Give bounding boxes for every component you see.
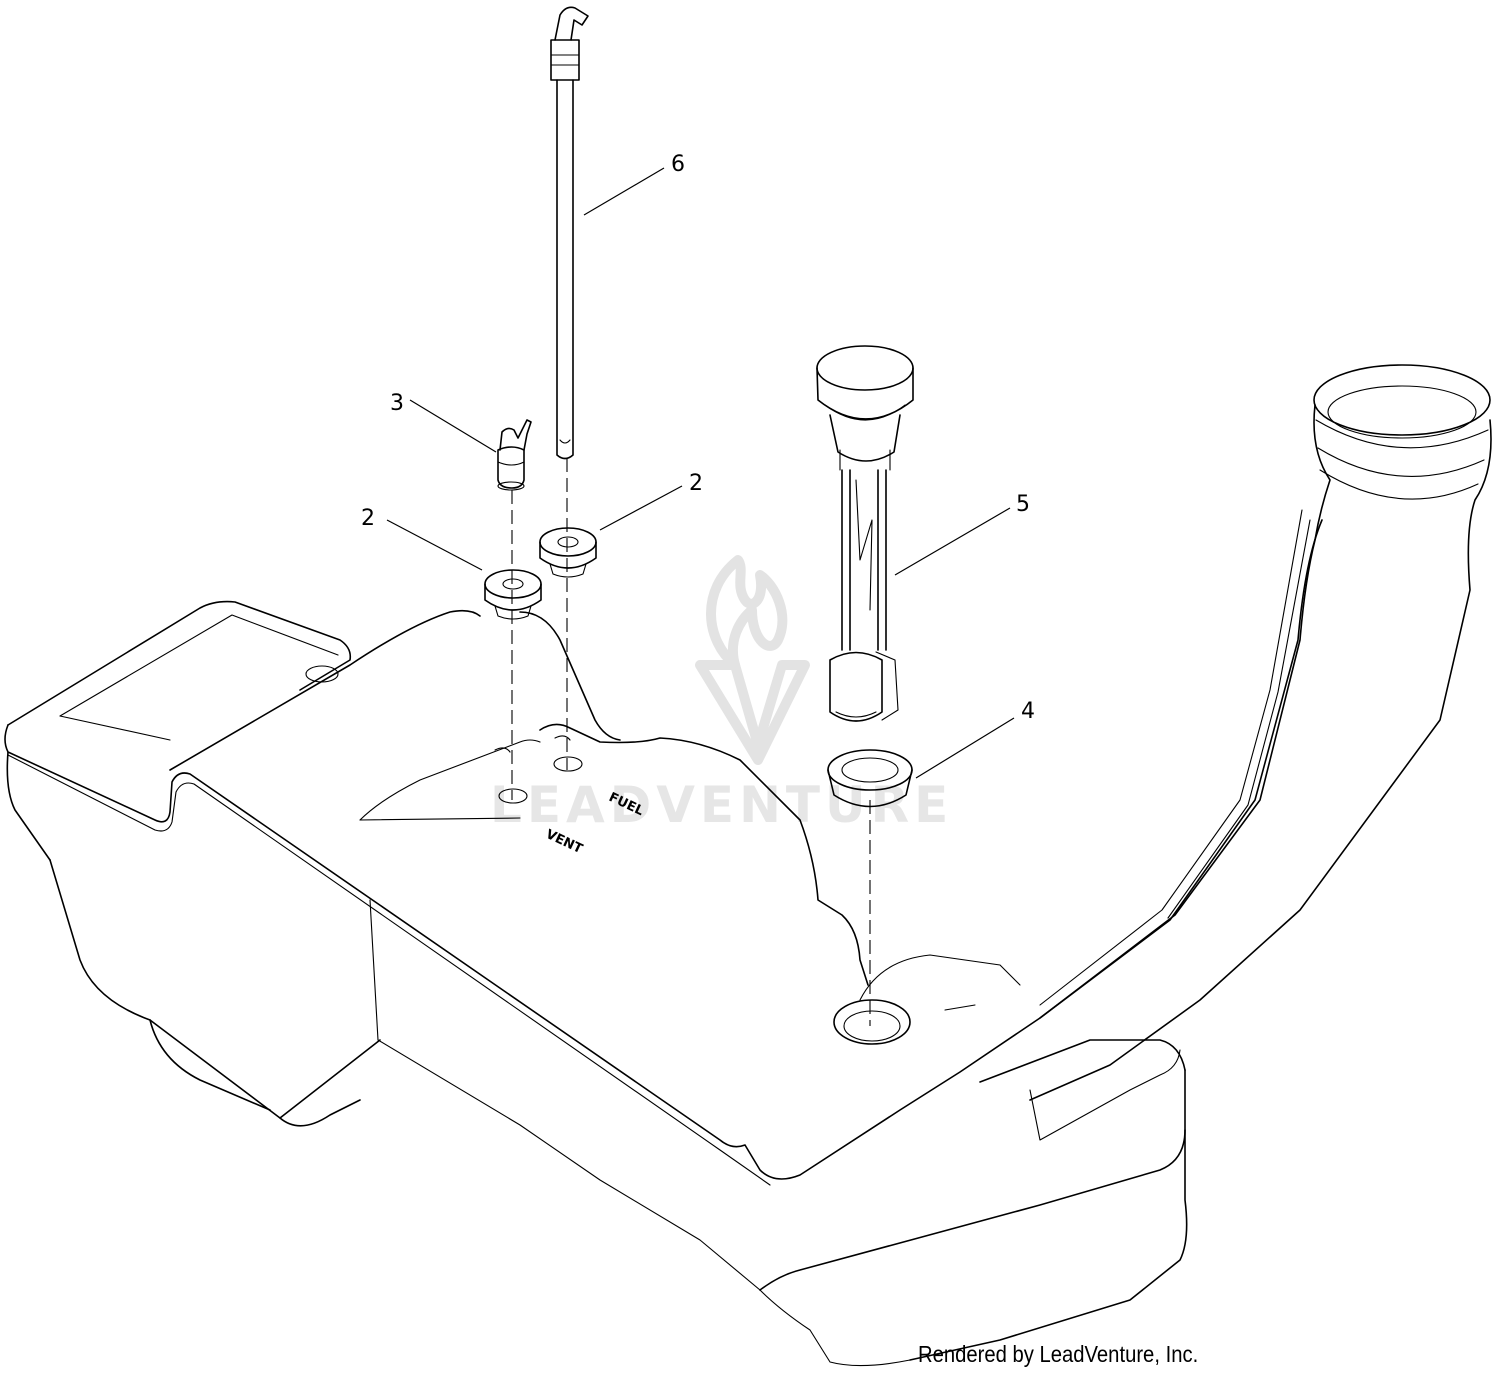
grommet-part-2-right bbox=[539, 527, 597, 578]
render-credit: Rendered by LeadVenture, Inc. bbox=[918, 1341, 1199, 1367]
watermark: LEADVENTURE bbox=[490, 555, 953, 834]
watermark-text: LEADVENTURE bbox=[490, 776, 953, 834]
callout-3: 3 bbox=[390, 391, 404, 416]
callouts: 6 3 2 2 5 4 bbox=[361, 152, 1035, 779]
elbow-fitting-part-3 bbox=[497, 419, 532, 491]
callout-5: 5 bbox=[1016, 492, 1030, 517]
grommet-part-2-left bbox=[484, 569, 542, 620]
tube-part-6 bbox=[550, 6, 589, 460]
callout-2-left: 2 bbox=[361, 506, 375, 531]
leader-4 bbox=[915, 717, 1015, 779]
assembly-centerlines bbox=[511, 458, 871, 1026]
fuel-port bbox=[553, 756, 583, 772]
callout-2-right: 2 bbox=[689, 471, 703, 496]
vent-port bbox=[498, 788, 528, 804]
fuel-tank: FUEL VENT bbox=[4, 519, 1323, 1367]
leader-3 bbox=[409, 399, 497, 453]
leader-2-left bbox=[386, 519, 483, 571]
leader-2-right bbox=[599, 485, 683, 531]
flame-logo-icon bbox=[695, 555, 810, 765]
callout-6: 6 bbox=[671, 152, 685, 177]
neck-rim bbox=[1313, 364, 1491, 436]
callout-4: 4 bbox=[1021, 699, 1035, 724]
fuel-sender-part-5 bbox=[816, 345, 914, 722]
leader-5 bbox=[894, 507, 1011, 576]
filler-opening bbox=[833, 999, 911, 1045]
filler-neck bbox=[1029, 364, 1492, 1101]
leader-6 bbox=[583, 167, 665, 216]
